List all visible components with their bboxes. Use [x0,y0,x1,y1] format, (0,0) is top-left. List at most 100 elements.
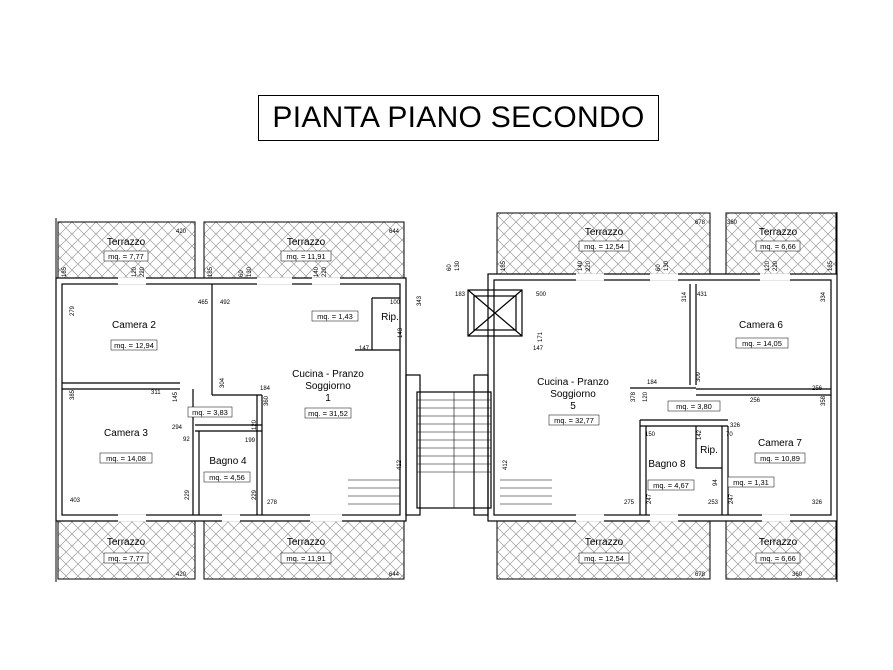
dimension: 256 [812,386,823,392]
dimension: 130 [664,260,670,271]
dimension: 412 [503,459,509,470]
room-number: 5 [570,401,576,412]
dimension: 678 [695,220,706,226]
dimension: 150 [645,432,656,438]
room-area: mq. = 32,77 [554,416,594,425]
room-name: Terrazzo [107,537,146,548]
dimension: 247 [729,493,735,504]
room-area: mq. = 12,54 [584,554,624,563]
room-name: Camera 3 [104,428,148,439]
dimension: 314 [682,291,688,302]
dimension: 256 [750,398,761,404]
dimension: 360 [264,395,270,406]
door-openings [118,273,790,522]
dimension: 644 [389,572,400,578]
room-name: Bagno 4 [209,456,247,467]
terrace-bl2-floor [203,520,405,580]
room-area: mq. = 3,83 [192,408,228,417]
room-name: Rip. [381,312,399,323]
room-area: mq. = 31,52 [308,409,348,418]
dimension: 145 [173,391,179,402]
dimension: 360 [792,572,803,578]
room-name: Terrazzo [759,537,798,548]
room-name: Terrazzo [287,537,326,548]
dimension: 275 [624,500,635,506]
dimension: 142 [697,429,703,440]
dimension: 229 [185,489,191,500]
room-area: mq. = 4,56 [209,473,245,482]
room-area: mq. = 12,54 [584,242,624,251]
dimension: 403 [70,498,81,504]
dimension: 185 [62,266,68,277]
terrace-br2-floor [725,520,837,580]
room-area: mq. = 4,67 [653,481,689,490]
room-name: Camera 2 [112,320,156,331]
room-area: mq. = 11,91 [286,252,325,261]
room-area: mq. = 14,05 [742,339,782,348]
dimension: 247 [647,493,653,504]
dimension: 492 [220,300,231,306]
dimension-labels: 420 644 678 360 185 185 185 185 120 220 … [62,220,834,578]
room-area: mq. = 1,43 [317,312,353,321]
dimension: 140 [314,266,320,277]
room-name: Cucina - Pranzo [537,377,609,388]
dimension: 334 [821,291,827,302]
dimension: 343 [417,295,423,306]
dimension: 120 [643,391,649,402]
dimension: 60 [239,270,245,277]
dimension: 185 [501,260,507,271]
dimension: 130 [247,266,253,277]
dimension: 294 [172,425,183,431]
terrace-br1-floor [496,520,711,580]
dimension: 420 [176,572,187,578]
room-name: Camera 7 [758,438,802,449]
room-area: mq. = 10,89 [760,454,800,463]
dimension: 140 [578,260,584,271]
terrace-bl1-floor [57,520,196,580]
dimension: 130 [455,260,461,271]
dimension: 229 [252,489,258,500]
room-area: mq. = 11,91 [286,554,325,563]
dimension: 278 [267,500,278,506]
dimension: 60 [656,264,662,271]
dimension: 385 [70,389,76,400]
dimension: 183 [455,292,466,298]
room-labels: Terrazzo mq. = 7,77 Terrazzo mq. = 11,91… [99,227,806,564]
terrace-tl1-floor [57,221,196,279]
dimension: 120 [132,266,138,277]
title-box: PIANTA PIANO SECONDO [258,95,659,141]
dimension: 412 [397,459,403,470]
room-area: mq. = 6,66 [760,242,796,251]
dimension: 500 [536,292,547,298]
room-name: Terrazzo [107,237,146,248]
room-number: 1 [325,393,331,404]
dimension: 279 [70,305,76,316]
dimension: 465 [198,300,209,306]
dimension: 147 [359,346,370,352]
room-area: mq. = 3,80 [676,402,712,411]
room-area: mq. = 14,08 [106,454,146,463]
dimension: 92 [183,437,190,443]
room-area: mq. = 7,77 [108,252,144,261]
dimension: 199 [245,438,256,444]
dimension: 143 [398,327,404,338]
dimension: 326 [730,423,741,429]
room-area: mq. = 12,94 [114,341,154,350]
dimension: 184 [647,380,658,386]
dimension: 420 [176,229,187,235]
terrace-group-bottom [57,520,837,580]
page-title: PIANTA PIANO SECONDO [272,101,645,134]
dimension: 253 [708,500,719,506]
dimension: 171 [538,331,544,342]
dimension: 185 [208,266,214,277]
terrace-tl2-floor [203,221,405,279]
room-name: Terrazzo [759,227,798,238]
dimension: 678 [695,572,706,578]
dimension: 100 [390,300,401,306]
dimension: 326 [812,500,823,506]
room-name: Terrazzo [585,537,624,548]
room-area: mq. = 1,31 [733,478,769,487]
dimension: 311 [151,390,161,396]
